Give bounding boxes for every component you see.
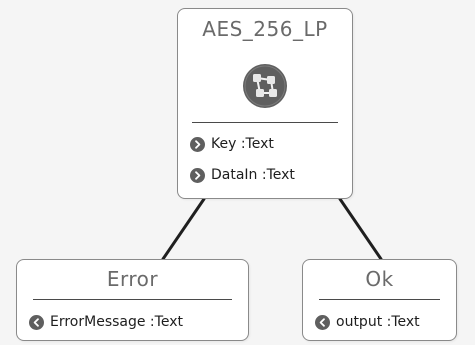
output-param-label: ErrorMessage :Text [50, 314, 183, 330]
input-param-label: DataIn :Text [211, 167, 295, 183]
error-node-title: Error [106, 267, 159, 291]
ok-node-title: Ok [365, 267, 394, 291]
chevron-right-icon [190, 136, 205, 152]
main-node-title: AES_256_LP [202, 17, 328, 41]
connector-to-error [161, 197, 206, 261]
output-param-errormessage[interactable]: ErrorMessage :Text [29, 313, 183, 331]
chevron-left-icon [29, 314, 44, 330]
input-param-label: Key :Text [211, 136, 274, 152]
output-param-output[interactable]: output :Text [315, 313, 420, 331]
error-branch-node[interactable]: Error ErrorMessage :Text [16, 259, 249, 341]
error-node-divider [33, 299, 232, 300]
main-node-divider [192, 122, 338, 123]
output-param-label: output :Text [336, 314, 420, 330]
connector-to-ok [338, 197, 383, 261]
ok-branch-node[interactable]: Ok output :Text [302, 259, 457, 341]
main-activity-node[interactable]: AES_256_LP Key :Text [177, 8, 353, 199]
workflow-graph-icon [242, 63, 288, 109]
input-param-datain[interactable]: DataIn :Text [190, 166, 295, 184]
chevron-left-icon [315, 314, 330, 330]
chevron-right-icon [190, 167, 205, 183]
ok-node-divider [319, 299, 440, 300]
input-param-key[interactable]: Key :Text [190, 135, 274, 153]
